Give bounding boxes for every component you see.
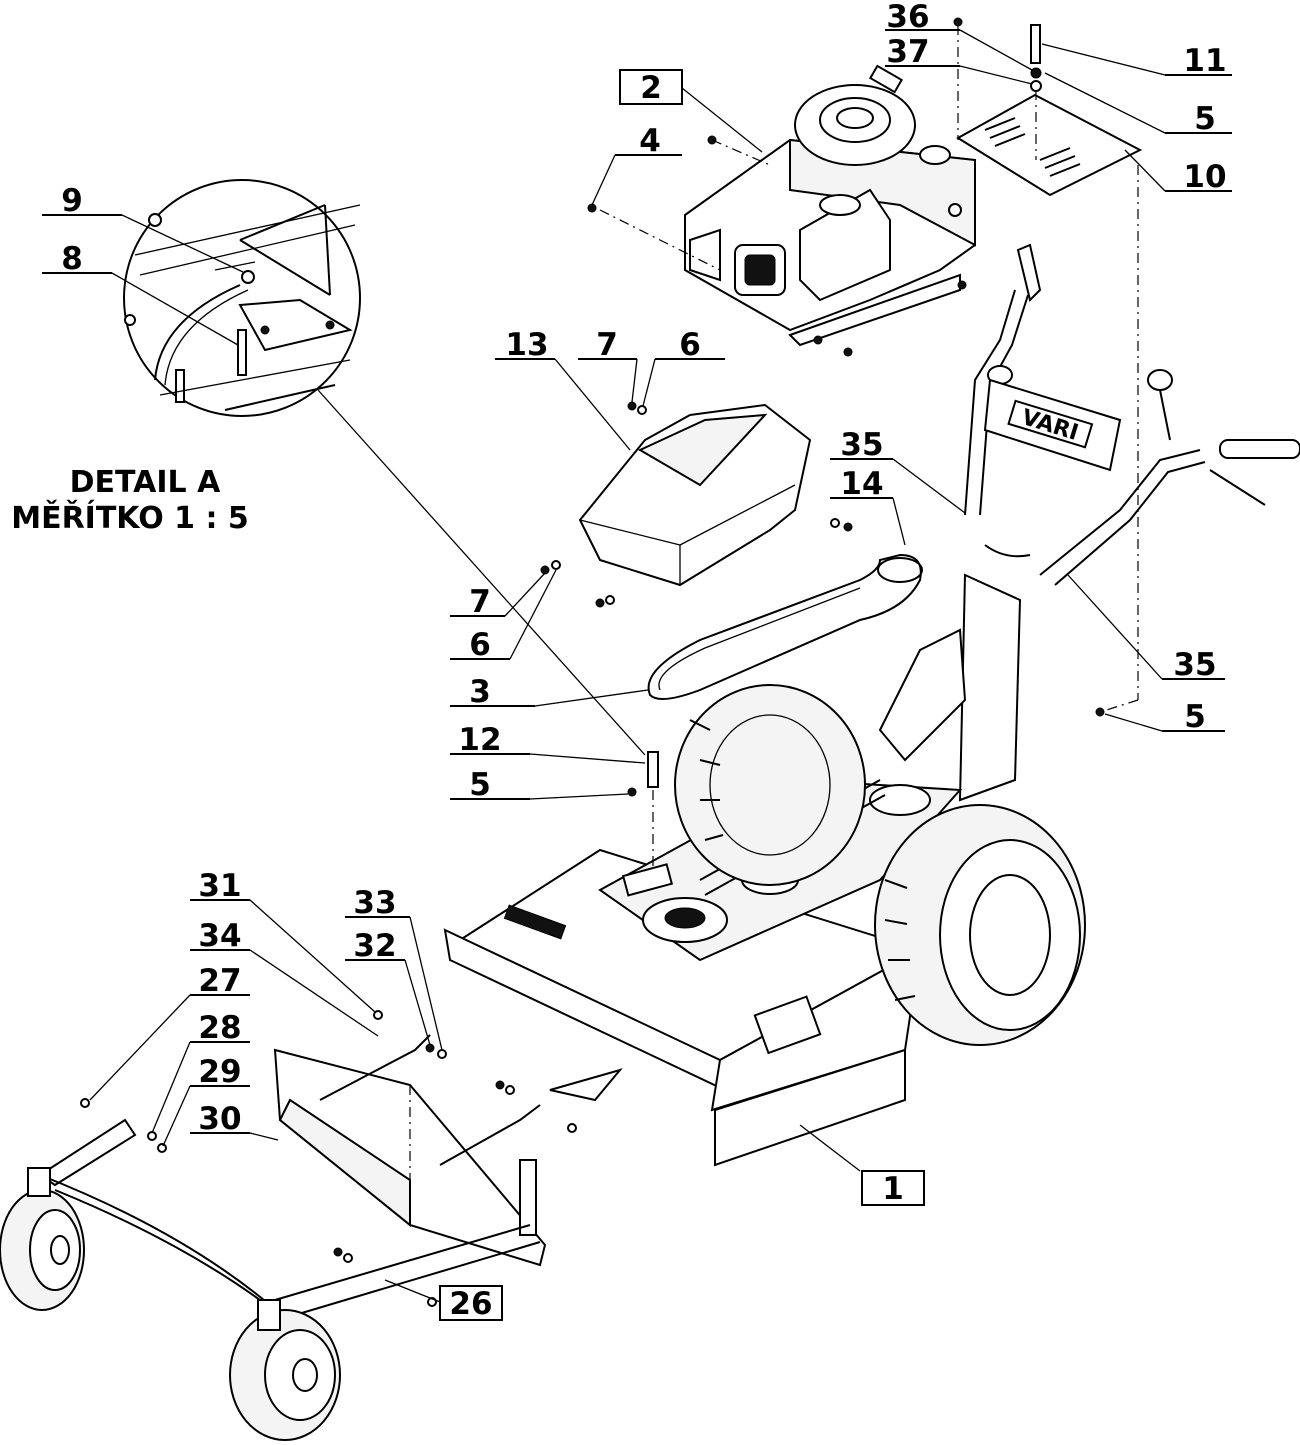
callout-labels: 36 37 11 5 10 2 4 9 8 13 7 6 35 14 7 6 3… — [61, 0, 1226, 1322]
callout-35-top: 35 — [840, 427, 883, 463]
callout-12: 12 — [458, 722, 501, 758]
callout-box-2 — [619, 69, 683, 105]
cover-plate-part — [953, 17, 1143, 197]
handlebar-part: VARI — [964, 243, 1300, 586]
callout-37: 37 — [886, 34, 929, 70]
callout-8: 8 — [61, 241, 83, 277]
callout-29: 29 — [198, 1054, 241, 1090]
callout-35-right: 35 — [1173, 647, 1216, 683]
callout-box-26 — [439, 1285, 503, 1321]
callout-5-lower: 5 — [469, 767, 491, 803]
callout-14: 14 — [840, 466, 883, 502]
leader-lines — [42, 29, 1232, 1303]
callout-5-right: 5 — [1184, 699, 1206, 735]
callout-11: 11 — [1183, 43, 1226, 79]
engine-part — [587, 64, 976, 357]
callout-36: 36 — [886, 0, 929, 35]
callout-26: 26 — [449, 1286, 492, 1322]
rear-wheels — [674, 684, 1086, 1046]
front-caster-wheels — [0, 1167, 341, 1441]
callout-2: 2 — [640, 70, 662, 106]
callout-4: 4 — [639, 123, 661, 159]
belt-cover-part — [540, 401, 853, 608]
detail-a-view — [123, 179, 361, 417]
belt-part — [647, 553, 923, 700]
callout-9: 9 — [61, 183, 83, 219]
detail-title: DETAIL A — [70, 465, 221, 500]
callout-7: 7 — [596, 327, 618, 363]
callout-28: 28 — [198, 1010, 241, 1046]
callout-31: 31 — [198, 868, 241, 904]
callout-27: 27 — [198, 963, 241, 999]
callout-6: 6 — [679, 327, 701, 363]
detail-scale: MĚŘÍTKO 1 : 5 — [11, 500, 249, 536]
callout-1: 1 — [882, 1171, 904, 1207]
callout-10: 10 — [1183, 159, 1226, 195]
callout-6-left: 6 — [469, 627, 491, 663]
callout-3: 3 — [469, 674, 491, 710]
front-wheel-frame-part — [38, 1098, 541, 1319]
callout-7-left: 7 — [469, 584, 491, 620]
front-guard-part — [273, 1010, 623, 1307]
callout-30: 30 — [198, 1101, 241, 1137]
callout-box-1 — [861, 1170, 925, 1206]
callout-32: 32 — [353, 928, 396, 964]
callout-33: 33 — [353, 885, 396, 921]
callout-5: 5 — [1194, 101, 1216, 137]
callout-34: 34 — [198, 918, 241, 954]
callout-13: 13 — [505, 327, 548, 363]
